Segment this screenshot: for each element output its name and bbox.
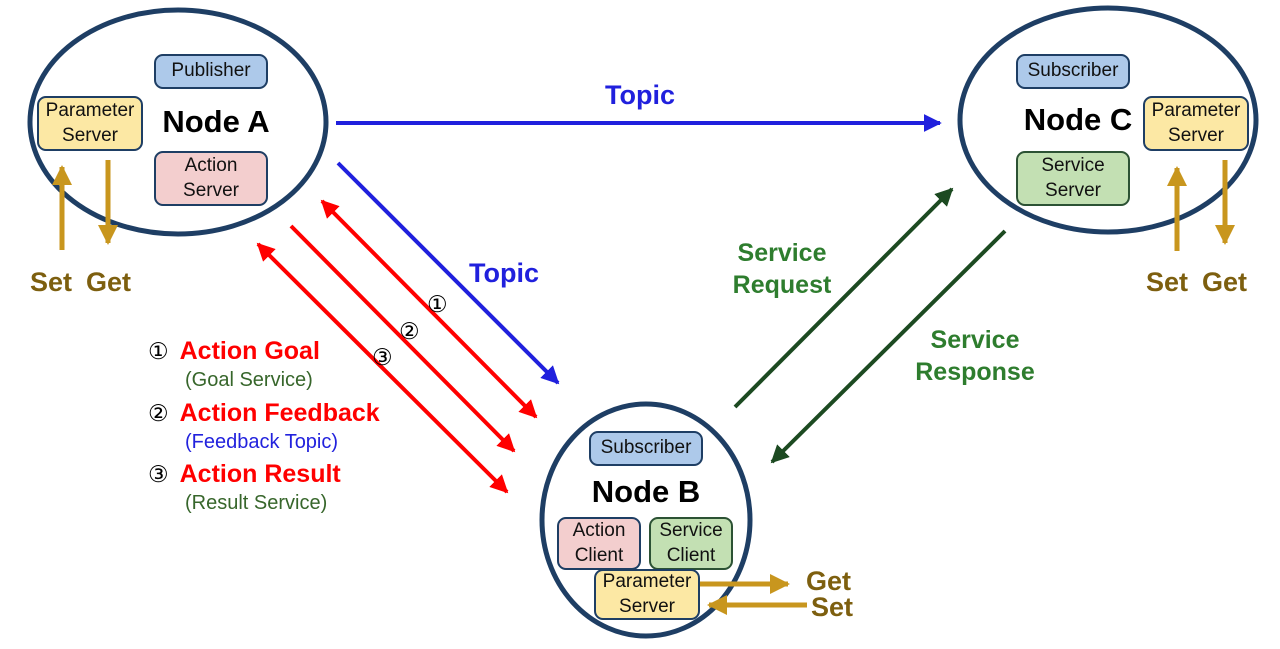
legend-subtitle-feedback-topic: (Feedback Topic) [185, 431, 339, 453]
service-response-label: Service Response [915, 326, 1035, 386]
legend-subtitle-result-service: (Result Service) [185, 492, 328, 514]
node-c-set-label: Set [1146, 267, 1189, 297]
node-b-action-client-box: Action Client [557, 517, 641, 570]
legend-subtitle-goal-service: (Goal Service) [185, 369, 313, 391]
node-c-title: Node C [1023, 102, 1133, 137]
legend-number-2: ② [148, 400, 169, 426]
legend-item-action-goal: ① Action Goal (Goal Service) [148, 337, 320, 392]
legend-number-3: ③ [148, 461, 169, 487]
node-b-get-label: Get [806, 566, 852, 596]
legend-item-action-feedback: ② Action Feedback (Feedback Topic) [148, 399, 380, 454]
service-request-arrow [733, 187, 954, 409]
node-b-service-client-box: Service Client [649, 517, 733, 570]
node-b-parameter-server-box: Parameter Server [594, 569, 700, 620]
service-response-arrow [770, 229, 1007, 464]
node-a-publisher-box: Publisher [154, 54, 268, 89]
topic-label-a-to-c: Topic [605, 80, 675, 110]
legend-number-1: ① [148, 338, 169, 364]
node-c-service-server-box: Service Server [1016, 151, 1130, 206]
legend-item-action-result: ③ Action Result (Result Service) [148, 460, 341, 515]
legend-title-action-result: Action Result [179, 460, 341, 488]
action-result-arrow-number: ③ [372, 344, 393, 370]
action-goal-arrow-number: ① [427, 291, 448, 317]
node-c-subscriber-box: Subscriber [1016, 54, 1130, 89]
topic-label-a-to-b: Topic [469, 258, 539, 288]
node-a-get-label: Get [86, 267, 132, 297]
node-b-subscriber-box: Subscriber [589, 431, 703, 466]
node-a-title: Node A [162, 104, 270, 139]
node-a-set-label: Set [30, 267, 73, 297]
node-b-title: Node B [591, 474, 701, 509]
node-c-get-label: Get [1202, 267, 1248, 297]
service-request-label: Service Request [732, 239, 832, 299]
action-result-arrow [256, 242, 509, 494]
node-c-parameter-server-box: Parameter Server [1143, 96, 1249, 151]
node-a-parameter-server-box: Parameter Server [37, 96, 143, 151]
legend-title-action-goal: Action Goal [179, 337, 320, 365]
legend-title-action-feedback: Action Feedback [179, 399, 380, 427]
node-a-action-server-box: Action Server [154, 151, 268, 206]
node-b-set-label: Set [811, 592, 854, 622]
action-feedback-arrow-number: ② [399, 318, 420, 344]
